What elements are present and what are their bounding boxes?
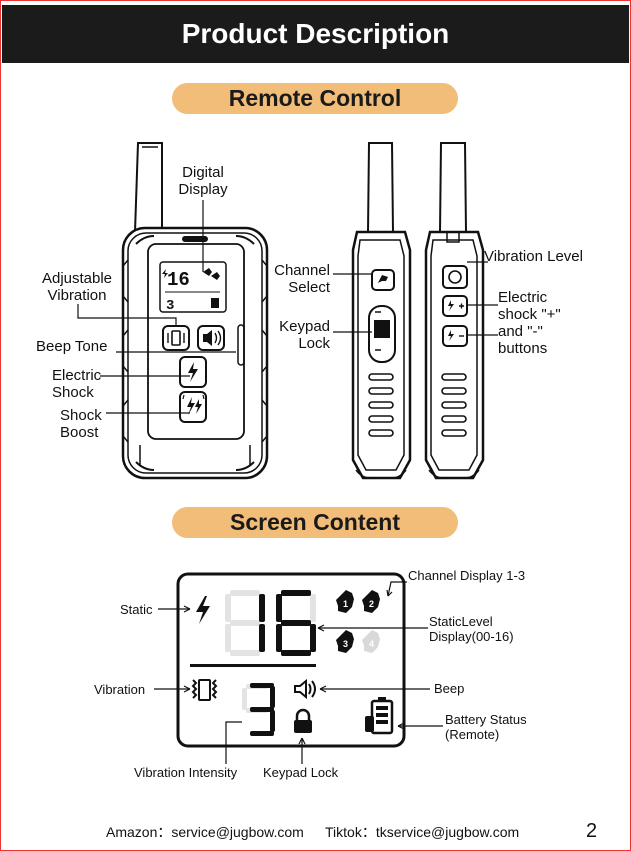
digit-3-segments	[250, 683, 275, 736]
beep-icon	[294, 678, 316, 700]
static-icon	[196, 596, 210, 624]
channel-1-label: 1	[343, 599, 348, 609]
label-static-level: StaticLevel Display(00-16)	[429, 614, 514, 644]
channel-3-label: 3	[343, 639, 348, 649]
page-number: 2	[586, 820, 598, 842]
channel-4-label: 4	[369, 639, 374, 649]
vibration-icon	[191, 679, 218, 701]
label-vibration-level: Vibration Level	[484, 248, 583, 265]
channel-heads	[336, 590, 380, 653]
label-channel-select: Channel Select	[274, 262, 330, 296]
battery-icon	[365, 697, 394, 735]
section-title-screen: Screen Content	[172, 507, 458, 538]
footer-amazon: Amazon：service@jugbow.com	[106, 824, 304, 840]
label-battery-status: Battery Status (Remote)	[445, 712, 527, 742]
label-beep: Beep	[434, 681, 465, 696]
remote-front: 16 3	[121, 142, 269, 480]
section-title-remote: Remote Control	[172, 83, 458, 114]
remote-side-left	[351, 142, 412, 480]
page-header: Product Description	[2, 5, 629, 63]
remote-leader-lines	[77, 200, 498, 414]
label-beep-tone: Beep Tone	[36, 338, 108, 355]
digit-1-segments	[259, 594, 265, 652]
label-keypad-lock: Keypad Lock	[279, 318, 330, 352]
svg-text:3: 3	[166, 298, 174, 314]
footer-tiktok: Tiktok：tkservice@jugbow.com	[325, 824, 520, 840]
label-vibration-intensity: Vibration Intensity	[134, 765, 238, 780]
label-adjustable-vibration: Adjustable Vibration	[41, 270, 113, 304]
label-shock-boost: Shock Boost	[60, 407, 102, 441]
label-electric-shock: Electric Shock	[52, 367, 102, 401]
label-keypad-lock-screen: Keypad Lock	[263, 765, 339, 780]
remote-side-right	[424, 142, 485, 480]
digit-6-segments	[276, 590, 316, 656]
label-vibration: Vibration	[94, 682, 146, 697]
channel-2-label: 2	[369, 599, 374, 609]
svg-text:16: 16	[167, 269, 190, 291]
screen-leader-lines	[154, 581, 443, 764]
lock-icon	[294, 708, 312, 733]
label-digital-display: Digital Display	[178, 164, 228, 198]
label-channel-display: Channel Display 1-3	[408, 568, 526, 583]
label-static: Static	[120, 602, 153, 617]
label-electric-shock-buttons: Electric shock "+" and "-" buttons	[498, 289, 561, 357]
